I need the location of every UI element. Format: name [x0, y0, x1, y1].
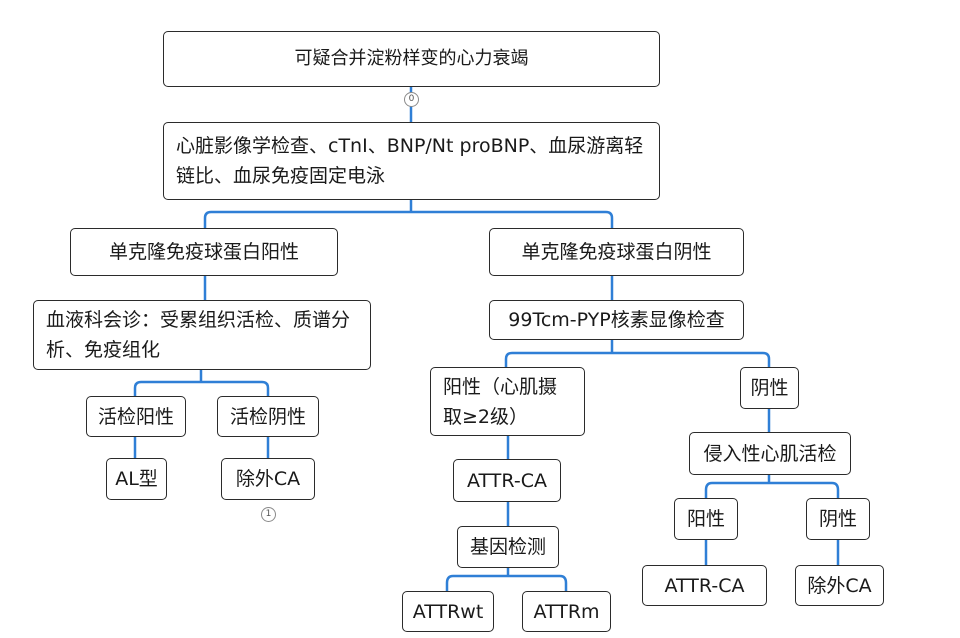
pyp-label: 99Tcm-PYP核素显像检查 — [508, 309, 725, 331]
mono-positive-label: 单克隆免疫球蛋白阳性 — [108, 241, 299, 263]
gene-test-label: 基因检测 — [469, 536, 546, 558]
attr-wt-node: ATTRwt — [402, 591, 494, 632]
invasive-positive-node: 阳性 — [674, 498, 738, 540]
attr-ca-right-label: ATTR-CA — [664, 574, 745, 597]
invasive-negative-node: 阴性 — [806, 498, 870, 540]
invasive-negative-label: 阴性 — [818, 508, 857, 530]
root-node-label: 可疑合并淀粉样变的心力衰竭 — [294, 48, 529, 69]
pyp-negative-node: 阴性 — [740, 367, 799, 409]
biopsy-negative-label: 活检阴性 — [229, 405, 306, 428]
exclude-ca-right-label: 除外CA — [807, 574, 872, 597]
invasive-positive-label: 阳性 — [686, 508, 725, 530]
hematology-node: 血液科会诊：受累组织活检、质谱分析、免疫组化 — [33, 300, 371, 370]
attr-m-node: ATTRm — [522, 591, 611, 632]
hematology-label: 血液科会诊：受累组织活检、质谱分析、免疫组化 — [46, 309, 351, 361]
tests-node-label: 心脏影像学检查、cTnI、BNP/Nt proBNP、血尿游离轻链比、血尿免疫固… — [176, 135, 644, 187]
attr-ca-mid-node: ATTR-CA — [453, 459, 561, 502]
exclude-ca-right-node: 除外CA — [795, 565, 884, 606]
pyp-node: 99Tcm-PYP核素显像检查 — [489, 300, 744, 340]
pyp-positive-label: 阳性（心肌摄取≥2级） — [443, 375, 558, 428]
al-type-label: AL型 — [115, 468, 158, 490]
exclude-ca-left-node: 除外CA — [221, 458, 315, 500]
tests-node: 心脏影像学检查、cTnI、BNP/Nt proBNP、血尿游离轻链比、血尿免疫固… — [163, 122, 660, 200]
mono-positive-node: 单克隆免疫球蛋白阳性 — [70, 228, 338, 276]
invasive-biopsy-label: 侵入性心肌活检 — [703, 442, 837, 465]
invasive-biopsy-node: 侵入性心肌活检 — [689, 432, 851, 475]
biopsy-negative-node: 活检阴性 — [217, 396, 319, 437]
al-type-node: AL型 — [106, 458, 167, 500]
attr-ca-right-node: ATTR-CA — [642, 565, 767, 606]
exclude-ca-left-label: 除外CA — [235, 468, 301, 490]
biopsy-positive-node: 活检阳性 — [86, 396, 186, 437]
exclude-badge[interactable]: 1 — [261, 507, 276, 522]
mono-negative-node: 单克隆免疫球蛋白阴性 — [489, 228, 744, 276]
pyp-negative-label: 阴性 — [750, 377, 789, 399]
pyp-positive-node: 阳性（心肌摄取≥2级） — [430, 367, 585, 436]
attr-m-label: ATTRm — [533, 600, 600, 623]
mono-negative-label: 单克隆免疫球蛋白阴性 — [521, 241, 712, 263]
attr-ca-mid-label: ATTR-CA — [467, 469, 547, 492]
root-badge[interactable]: 0 — [404, 92, 419, 107]
attr-wt-label: ATTRwt — [412, 600, 484, 623]
root-node: 可疑合并淀粉样变的心力衰竭 — [163, 31, 660, 87]
gene-test-node: 基因检测 — [457, 526, 559, 568]
biopsy-positive-label: 活检阳性 — [97, 405, 174, 428]
